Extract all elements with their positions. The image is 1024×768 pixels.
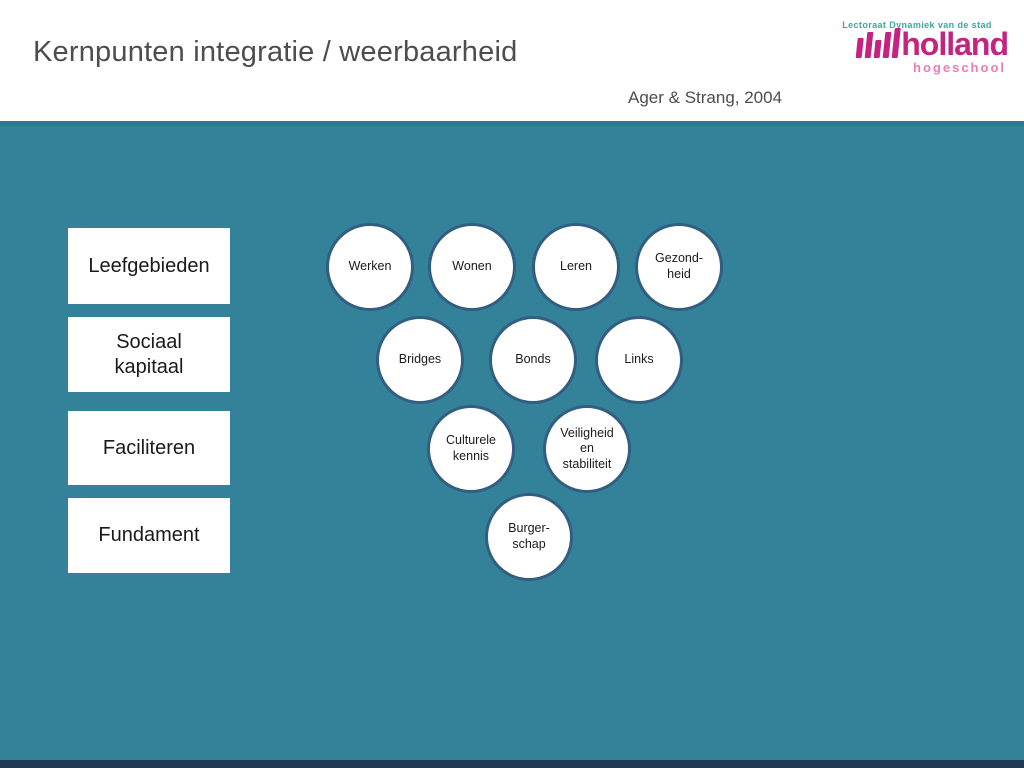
box-leefgebieden: Leefgebieden: [68, 228, 230, 304]
bottom-bar: [0, 760, 1024, 768]
circle-label: Links: [624, 352, 654, 367]
circle-veiligheid-stabiliteit: Veiligheid en stabiliteit: [543, 405, 631, 493]
circle-wonen: Wonen: [428, 223, 516, 311]
circle-label: Leren: [560, 259, 592, 274]
circle-burgerschap: Burger- schap: [485, 493, 573, 581]
circle-label: Bonds: [515, 352, 551, 367]
box-fundament: Fundament: [68, 498, 230, 573]
citation-text: Ager & Strang, 2004: [628, 88, 783, 107]
box-label: Fundament: [98, 524, 200, 546]
logo-tagline: Lectoraat Dynamiek van de stad: [842, 20, 992, 30]
inholland-mark-icon: [853, 28, 902, 59]
circle-label: Veiligheid en stabiliteit: [560, 425, 614, 471]
circle-leren: Leren: [532, 223, 620, 311]
inholland-logo: Lectoraat Dynamiek van de stad holland h…: [826, 20, 1009, 76]
box-label: Leefgebieden: [88, 254, 210, 277]
slide-body: Leefgebieden Sociaal kapitaal Facilitere…: [0, 121, 1024, 768]
circle-gezondheid: Gezond- heid: [635, 223, 723, 311]
circle-bridges: Bridges: [376, 316, 464, 404]
box-label: Sociaal kapitaal: [114, 330, 184, 378]
circle-label: Bridges: [398, 352, 442, 367]
logo-brand-text: holland: [901, 26, 1009, 62]
box-sociaal-kapitaal: Sociaal kapitaal: [68, 317, 230, 392]
circle-label: Werken: [348, 259, 392, 274]
circle-label: Burger- schap: [508, 521, 550, 551]
circle-label: Wonen: [452, 259, 492, 274]
logo-subtitle: hogeschool: [913, 60, 1006, 76]
circle-culturele-kennis: Culturele kennis: [427, 405, 515, 493]
circle-label: Gezond- heid: [655, 251, 703, 281]
slide-header: Kernpunten integratie / weerbaarheid Age…: [0, 0, 1024, 121]
circle-links: Links: [595, 316, 683, 404]
page-title: Kernpunten integratie / weerbaarheid: [33, 36, 518, 68]
circle-label: Culturele kennis: [445, 433, 497, 463]
circle-werken: Werken: [326, 223, 414, 311]
box-faciliteren: Faciliteren: [68, 411, 230, 485]
header-divider: [0, 121, 1024, 126]
box-label: Faciliteren: [102, 436, 196, 459]
circle-bonds: Bonds: [489, 316, 577, 404]
logo-brand-row: holland: [826, 26, 1009, 62]
